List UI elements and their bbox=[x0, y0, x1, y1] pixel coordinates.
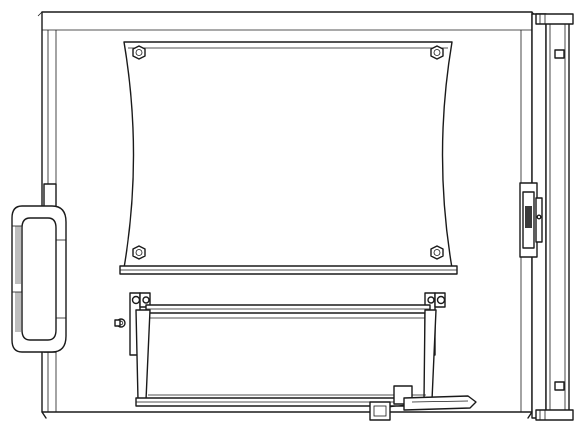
right-side-frame bbox=[531, 13, 574, 421]
mounting-plate bbox=[119, 41, 458, 275]
right-latch bbox=[519, 182, 543, 258]
right-slot-top bbox=[554, 49, 565, 59]
lever-clip bbox=[369, 385, 477, 421]
folding-bracket bbox=[129, 292, 446, 407]
plate-bolt-bottom-left bbox=[132, 245, 146, 260]
left-handle bbox=[11, 183, 67, 353]
plate-bolt-top-right bbox=[430, 45, 444, 60]
right-slot-bottom bbox=[554, 381, 565, 391]
bottom-feet bbox=[41, 411, 533, 419]
small-pin bbox=[114, 318, 126, 328]
plate-bolt-top-left bbox=[132, 45, 146, 60]
plate-bolt-bottom-right bbox=[430, 245, 444, 260]
